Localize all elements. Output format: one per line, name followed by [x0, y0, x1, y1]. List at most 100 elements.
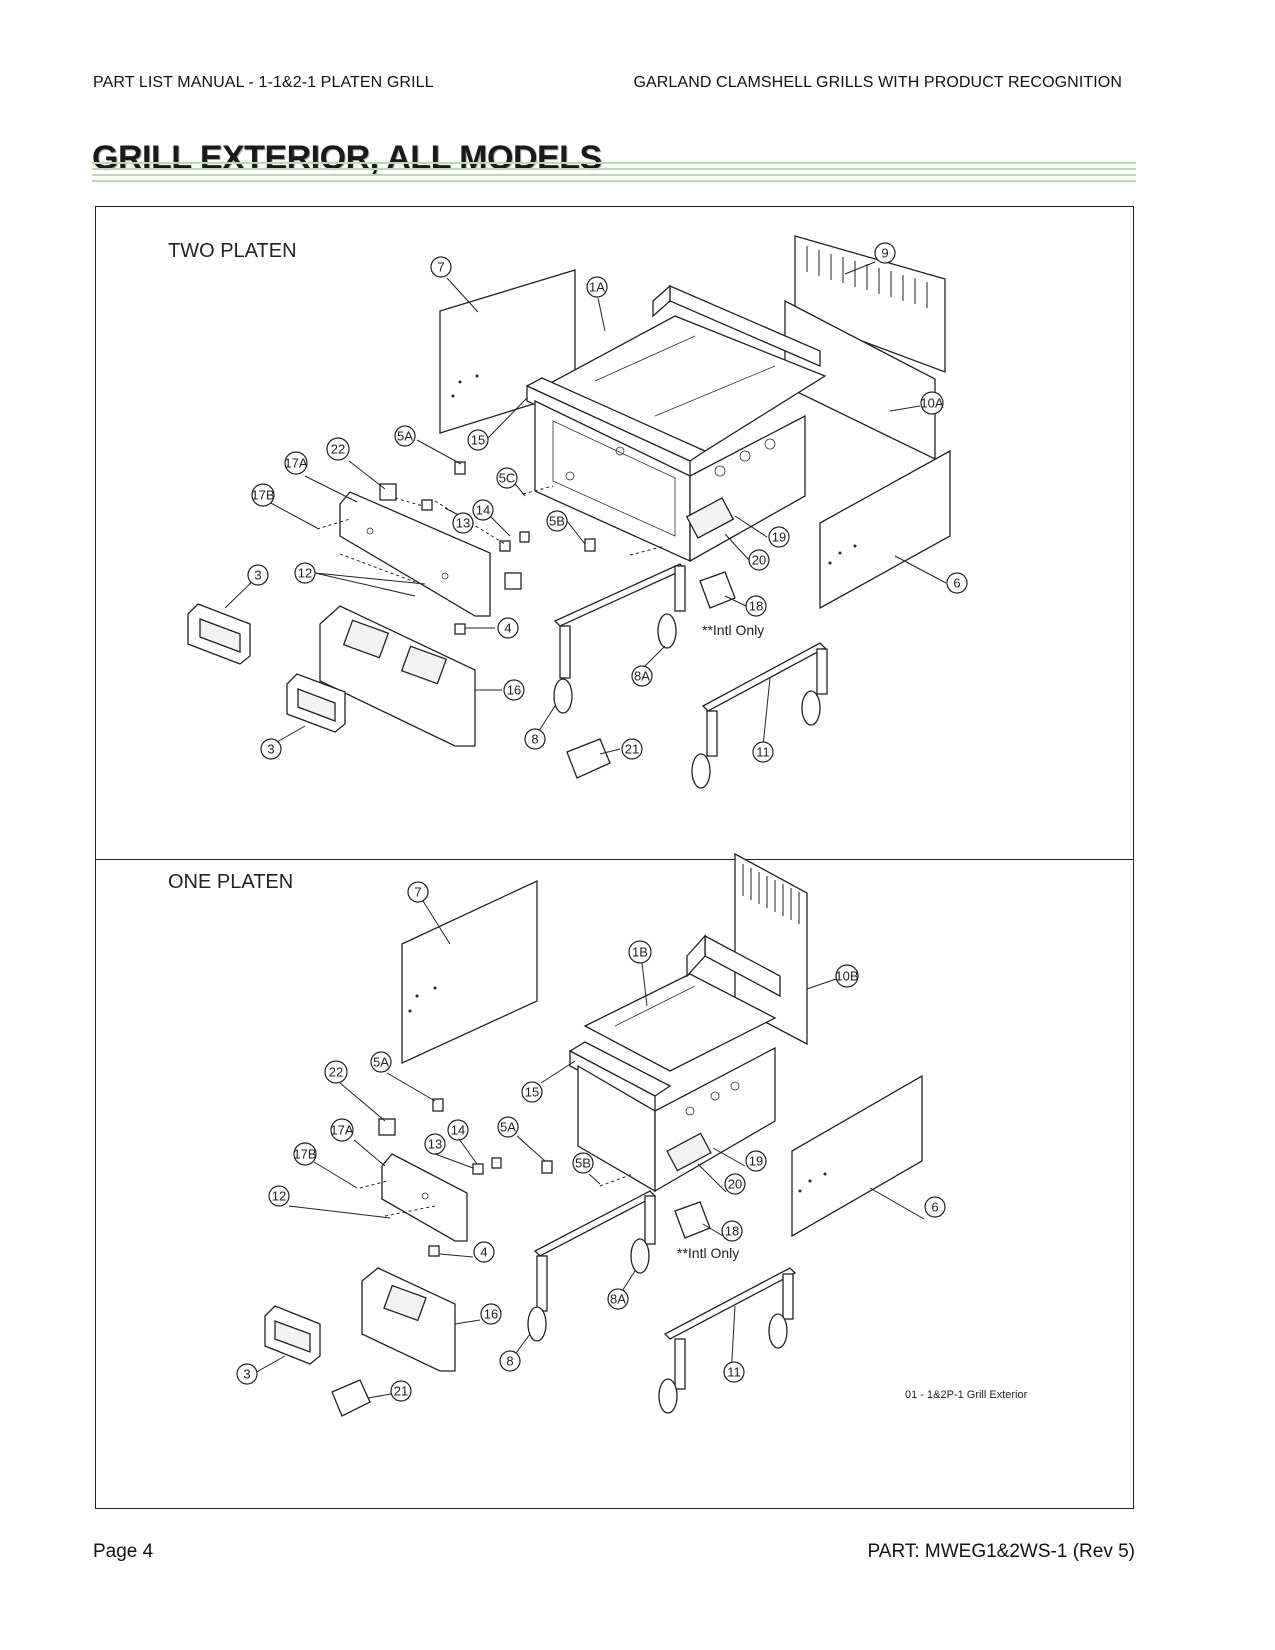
part-switch-14: [491, 1157, 502, 1169]
part-control-bracket-17A: [381, 1153, 468, 1242]
callout-two-platen-15: 15: [467, 429, 489, 451]
svg-text:11: 11: [727, 1365, 741, 1380]
part-bracket-5A-b: [541, 1160, 553, 1174]
svg-text:12: 12: [272, 1189, 286, 1204]
svg-text:16: 16: [484, 1307, 498, 1322]
svg-text:5B: 5B: [549, 514, 565, 529]
callout-one-platen-5A-b: 5A: [497, 1116, 519, 1138]
svg-text:10B: 10B: [835, 969, 858, 984]
part-bracket-5A: [454, 461, 466, 475]
callout-two-platen-8A: 8A: [631, 665, 653, 687]
callout-one-platen-12: 12: [268, 1185, 290, 1207]
callout-two-platen-22: 22: [326, 437, 350, 461]
callout-one-platen-22: 22: [324, 1060, 348, 1084]
intl-only-note-two-platen: **Intl Only: [702, 622, 765, 638]
svg-text:6: 6: [931, 1200, 938, 1215]
callout-one-platen-21: 21: [390, 1380, 412, 1402]
svg-text:15: 15: [471, 433, 485, 448]
part-caster: [658, 1378, 678, 1414]
callout-one-platen-16: 16: [480, 1303, 502, 1325]
svg-text:1A: 1A: [589, 280, 605, 295]
part-caster: [768, 1313, 788, 1349]
callout-two-platen-21: 21: [621, 738, 643, 760]
part-chute-18: [674, 1201, 711, 1239]
part-rear-crossbar-11: [701, 642, 827, 712]
svg-text:8: 8: [531, 732, 538, 747]
part-control-board-19-20: [666, 1132, 712, 1172]
svg-text:8A: 8A: [610, 1292, 626, 1307]
part-bracket-5B: [584, 538, 596, 552]
svg-text:22: 22: [331, 442, 345, 457]
callout-two-platen-17B: 17B: [251, 483, 275, 507]
callout-two-platen-5B: 5B: [546, 510, 568, 532]
svg-text:13: 13: [428, 1137, 442, 1152]
part-terminal-21: [566, 738, 611, 779]
svg-text:18: 18: [725, 1224, 739, 1239]
callout-two-platen-1A: 1A: [586, 276, 608, 298]
callout-one-platen-19: 19: [745, 1150, 767, 1172]
figure-caption: 01 - 1&2P-1 Grill Exterior: [905, 1389, 1028, 1401]
callout-two-platen-3b: 3: [260, 738, 282, 760]
callout-one-platen-20: 20: [724, 1173, 746, 1195]
callout-two-platen-7: 7: [430, 256, 452, 278]
part-side-panel-7: [401, 879, 538, 1065]
one-platen-drawing: 7 1B 10B 22 5A 15 17A 14 13 5A 17B 5B 19…: [236, 852, 946, 1417]
part-caster-8A: [657, 613, 677, 649]
part-switch-14: [499, 540, 511, 552]
part-caster-8A: [630, 1238, 650, 1274]
callout-one-platen-4: 4: [473, 1241, 495, 1263]
part-knob-22b: [504, 572, 522, 590]
callout-two-platen-5C: 5C: [496, 467, 518, 489]
callout-one-platen-18: 18: [721, 1220, 743, 1242]
title-rule-1: [92, 162, 1136, 164]
part-bracket-5A: [432, 1098, 444, 1112]
svg-text:17A: 17A: [284, 456, 307, 471]
part-button-4: [454, 623, 466, 635]
svg-text:12: 12: [298, 566, 312, 581]
header-manual-title: PART LIST MANUAL - 1-1&2-1 PLATEN GRILL: [93, 74, 434, 91]
svg-text:22: 22: [329, 1065, 343, 1080]
svg-text:4: 4: [480, 1245, 487, 1260]
svg-text:19: 19: [749, 1154, 763, 1169]
callout-one-platen-17B: 17B: [293, 1142, 317, 1166]
callout-two-platen-10A: 10A: [920, 391, 944, 415]
callout-one-platen-17A: 17A: [330, 1118, 354, 1142]
callout-one-platen-7: 7: [407, 881, 429, 903]
part-top-deck-1B: [583, 973, 777, 1072]
page-number: Page 4: [93, 1541, 154, 1562]
callout-two-platen-18: 18: [745, 595, 767, 617]
svg-text:5A: 5A: [500, 1120, 516, 1135]
svg-text:19: 19: [772, 530, 786, 545]
title-rule-2: [92, 168, 1136, 170]
callout-one-platen-1B: 1B: [628, 940, 652, 964]
svg-text:1B: 1B: [632, 945, 648, 960]
part-caster: [691, 753, 711, 789]
svg-text:20: 20: [752, 553, 766, 568]
svg-text:20: 20: [728, 1177, 742, 1192]
part-side-panel-6: [791, 1074, 923, 1238]
callout-one-platen-5A: 5A: [370, 1051, 392, 1073]
section-title: GRILL EXTERIOR, ALL MODELS: [92, 139, 602, 177]
svg-text:11: 11: [756, 745, 770, 760]
svg-text:4: 4: [504, 621, 511, 636]
part-caster-8: [527, 1306, 547, 1342]
callout-one-platen-3: 3: [236, 1363, 258, 1385]
svg-text:3: 3: [254, 568, 261, 583]
part-rear-crossbar-11: [663, 1267, 797, 1340]
part-control-board-19-20: [685, 497, 735, 539]
part-caster: [801, 690, 821, 726]
svg-text:15: 15: [525, 1085, 539, 1100]
callout-two-platen-16: 16: [503, 679, 525, 701]
callout-one-platen-10B: 10B: [835, 964, 859, 988]
callout-two-platen-9: 9: [874, 242, 896, 264]
panel-label-two-platen: TWO PLATEN: [168, 240, 297, 262]
callout-two-platen-13: 13: [452, 512, 474, 534]
diagram-frame: [95, 206, 1134, 1509]
callout-one-platen-11: 11: [723, 1361, 745, 1383]
two-platen-drawing: 7 1A 9 10A 5A 15 22 17A 17B 5C 14 13 5B …: [187, 235, 968, 789]
callout-two-platen-12: 12: [294, 562, 316, 584]
svg-text:21: 21: [625, 742, 639, 757]
svg-text:10A: 10A: [920, 396, 943, 411]
part-switch-13: [472, 1163, 484, 1175]
svg-text:14: 14: [451, 1123, 465, 1138]
